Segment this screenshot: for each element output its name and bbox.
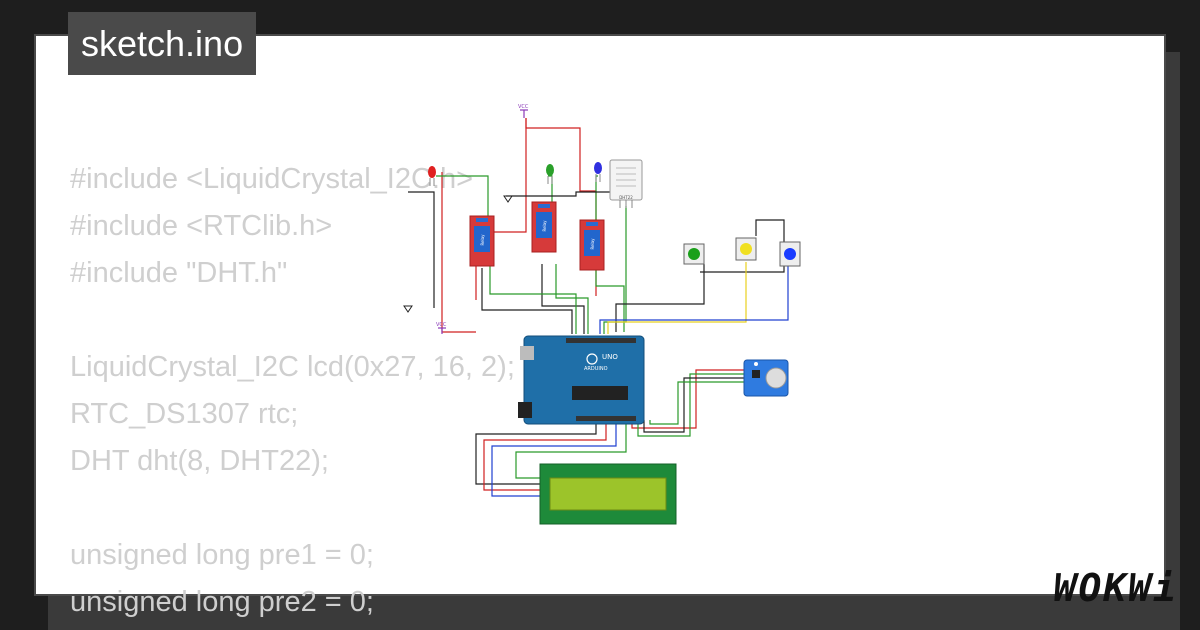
wokwi-logo: WOKWi xyxy=(1053,566,1178,610)
code-line: DHT dht(8, DHT22); xyxy=(70,445,329,477)
code-line: #include <LiquidCrystal_I2C.h> xyxy=(70,163,474,195)
code-line: unsigned long pre2 = 0; xyxy=(70,586,374,618)
svg-text:Relay: Relay xyxy=(480,234,485,246)
svg-text:DHT22: DHT22 xyxy=(619,195,633,200)
ground-symbol xyxy=(503,195,513,203)
preview-card: #include <LiquidCrystal_I2C.h> #include … xyxy=(34,34,1166,618)
svg-text:Relay: Relay xyxy=(590,238,595,250)
svg-text:Relay: Relay xyxy=(542,220,547,232)
code-line: LiquidCrystal_I2C lcd(0x27, 16, 2); xyxy=(70,351,515,383)
code-line: unsigned long pre1 = 0; xyxy=(70,539,374,571)
push-button-green[interactable] xyxy=(683,243,705,265)
relay-module-3[interactable]: Relay xyxy=(579,219,605,271)
circuit-diagram: VCC VCC DHT22 xyxy=(403,104,801,525)
push-button-yellow[interactable] xyxy=(735,237,757,261)
file-name-label: sketch.ino xyxy=(68,12,257,75)
arduino-uno-board[interactable]: UNO ARDUINO xyxy=(518,335,645,425)
dht22-sensor[interactable]: DHT22 xyxy=(609,159,643,208)
code-line: #include "DHT.h" xyxy=(70,257,288,289)
code-line: RTC_DS1307 rtc; xyxy=(70,398,299,430)
svg-text:VCC: VCC xyxy=(518,104,529,110)
ground-symbol xyxy=(403,305,413,313)
led-red[interactable] xyxy=(428,166,436,186)
wires xyxy=(408,118,789,497)
relay-module-2[interactable]: Relay xyxy=(531,201,557,253)
svg-text:UNO: UNO xyxy=(602,353,618,361)
code-preview: #include <LiquidCrystal_I2C.h> #include … xyxy=(70,156,515,626)
vcc-symbol: VCC xyxy=(518,104,529,118)
rtc-module[interactable] xyxy=(743,359,789,397)
push-button-blue[interactable] xyxy=(779,241,801,267)
relay-module-1[interactable]: Relay xyxy=(469,215,495,267)
led-green[interactable] xyxy=(546,164,554,184)
code-line: #include <RTClib.h> xyxy=(70,210,333,242)
svg-text:ARDUINO: ARDUINO xyxy=(584,366,608,372)
lcd-16x2-display[interactable] xyxy=(539,463,677,525)
led-blue[interactable] xyxy=(594,162,602,182)
svg-text:VCC: VCC xyxy=(436,322,447,328)
vcc-symbol: VCC xyxy=(436,322,447,334)
